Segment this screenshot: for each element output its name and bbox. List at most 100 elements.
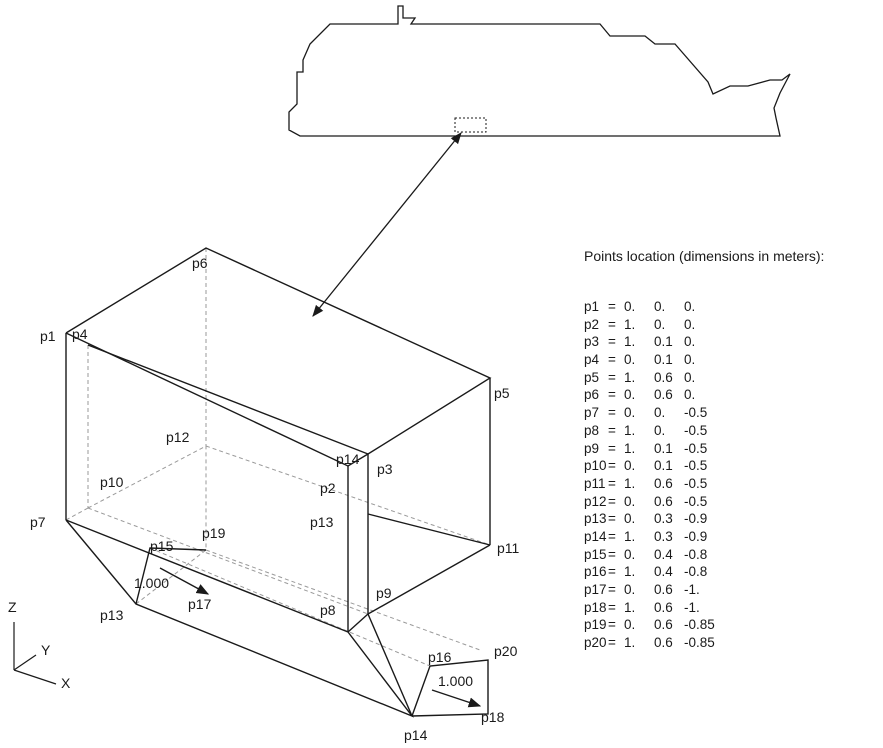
ship-profile [288, 5, 791, 137]
point-eq-cell: = [608, 635, 616, 651]
point-x-cell: 1. [624, 316, 636, 332]
point-eq-cell: = [608, 316, 616, 332]
point-z-cell: -0.85 [684, 635, 715, 651]
point-labels: p1 p2 p3 p4 p5 p6 p7 p8 p9 p10 p11 p12 p… [30, 255, 520, 743]
points-table-row: p10=0.0.1-0.5 [584, 457, 879, 475]
point-x-cell: 0. [624, 546, 636, 562]
points-table: Points location (dimensions in meters): … [584, 248, 879, 652]
point-x-cell: 1. [624, 334, 636, 350]
point-label-p4: p4 [72, 326, 88, 342]
point-y-cell: 0.6 [654, 599, 673, 615]
point-z-cell: -0.5 [684, 475, 708, 491]
point-x-cell: 0. [624, 617, 636, 633]
point-eq-cell: = [608, 405, 616, 421]
points-table-row: p8=1.0.-0.5 [584, 422, 879, 440]
point-name-cell: p18 [584, 599, 607, 615]
point-x-cell: 1. [624, 440, 636, 456]
point-label-p14: p14 [336, 451, 360, 467]
point-z-cell: 0. [684, 316, 696, 332]
points-table-row: p13=0.0.3-0.9 [584, 510, 879, 528]
point-label-p2: p2 [320, 480, 336, 496]
ship-location-rectangle [454, 117, 487, 133]
point-y-cell: 0.1 [654, 440, 673, 456]
point-name-cell: p4 [584, 352, 600, 368]
point-z-cell: 0. [684, 369, 696, 385]
point-z-cell: 0. [684, 299, 696, 314]
point-name-cell: p7 [584, 405, 600, 421]
point-label-p18: p18 [481, 709, 505, 725]
point-z-cell: -0.5 [684, 458, 708, 474]
point-label-p10: p10 [100, 474, 124, 490]
point-name-cell: p19 [584, 617, 607, 633]
point-name-cell: p2 [584, 316, 600, 332]
vector-value-left: 1.000 [134, 575, 169, 591]
point-eq-cell: = [608, 334, 616, 350]
point-z-cell: -0.9 [684, 511, 708, 527]
point-x-cell: 1. [624, 564, 636, 580]
visible-edges [65, 247, 492, 718]
point-name-cell: p10 [584, 458, 607, 474]
point-name-cell: p20 [584, 635, 607, 651]
point-label-p1: p1 [40, 328, 56, 344]
point-label-p16: p16 [428, 649, 452, 665]
point-label-p13: p13 [100, 607, 124, 623]
points-table-row: p2=1.0.0. [584, 316, 879, 334]
point-x-cell: 0. [624, 299, 636, 314]
points-table-row: p9 = 1. 0.1 -0.5 [584, 440, 879, 458]
points-table-row: p3 = 1. 0.1 0. [584, 333, 879, 351]
point-y-cell: 0.6 [654, 369, 673, 385]
point-eq-cell: = [608, 440, 616, 456]
point-eq-cell: = [608, 369, 616, 385]
point-y-cell: 0.1 [654, 334, 673, 350]
point-x-cell: 1. [624, 599, 636, 615]
point-z-cell: -1. [684, 599, 700, 615]
point-eq-cell: = [608, 422, 616, 438]
point-label-p17: p17 [188, 596, 212, 612]
point-name-cell: p3 [584, 334, 600, 350]
point-name-cell: p11 [584, 475, 606, 491]
point-z-cell: 0. [684, 334, 696, 350]
vector-value-right: 1.000 [438, 673, 473, 689]
point-y-cell: 0.6 [654, 582, 673, 597]
points-table-row: p20=1.0.6-0.85 [584, 634, 879, 652]
points-table-row: p11= 1. 0.6 -0.5 [584, 475, 879, 493]
point-eq-cell: = [608, 475, 616, 491]
point-eq-cell: = [608, 387, 616, 403]
point-z-cell: -0.8 [684, 546, 708, 562]
point-label-p13: p13 [310, 514, 334, 530]
point-eq-cell: = [608, 599, 616, 615]
point-y-cell: 0.6 [654, 387, 673, 403]
point-z-cell: -0.5 [684, 440, 708, 456]
points-table-row: p15=0.0.4-0.8 [584, 546, 879, 564]
point-label-p3: p3 [377, 461, 393, 477]
point-eq-cell: = [608, 528, 616, 544]
point-y-cell: 0. [654, 422, 666, 438]
point-eq-cell: = [608, 582, 616, 597]
points-table-row: p17=0.0.6-1. [584, 581, 879, 599]
point-z-cell: -0.85 [684, 617, 715, 633]
point-z-cell: -0.5 [684, 405, 708, 421]
point-x-cell: 0. [624, 352, 636, 368]
axis-label-z: Z [8, 599, 17, 615]
point-label-p7: p7 [30, 514, 46, 530]
point-x-cell: 1. [624, 528, 636, 544]
points-table-title: Points location (dimensions in meters): [584, 248, 825, 264]
point-y-cell: 0.6 [654, 475, 673, 491]
point-x-cell: 0. [624, 511, 636, 527]
point-label-p9: p9 [376, 585, 392, 601]
point-label-p11: p11 [497, 540, 520, 556]
point-x-cell: 1. [624, 422, 636, 438]
location-arrow [312, 132, 462, 317]
point-x-cell: 1. [624, 475, 636, 491]
point-z-cell: 0. [684, 387, 696, 403]
point-z-cell: -1. [684, 582, 700, 597]
point-x-cell: 1. [624, 635, 636, 651]
point-eq-cell: = [608, 546, 616, 562]
point-y-cell: 0.1 [654, 458, 673, 474]
point-name-cell: p9 [584, 440, 600, 456]
axis-triad: Z Y X [8, 599, 71, 691]
vector-arrow-right [431, 689, 482, 708]
